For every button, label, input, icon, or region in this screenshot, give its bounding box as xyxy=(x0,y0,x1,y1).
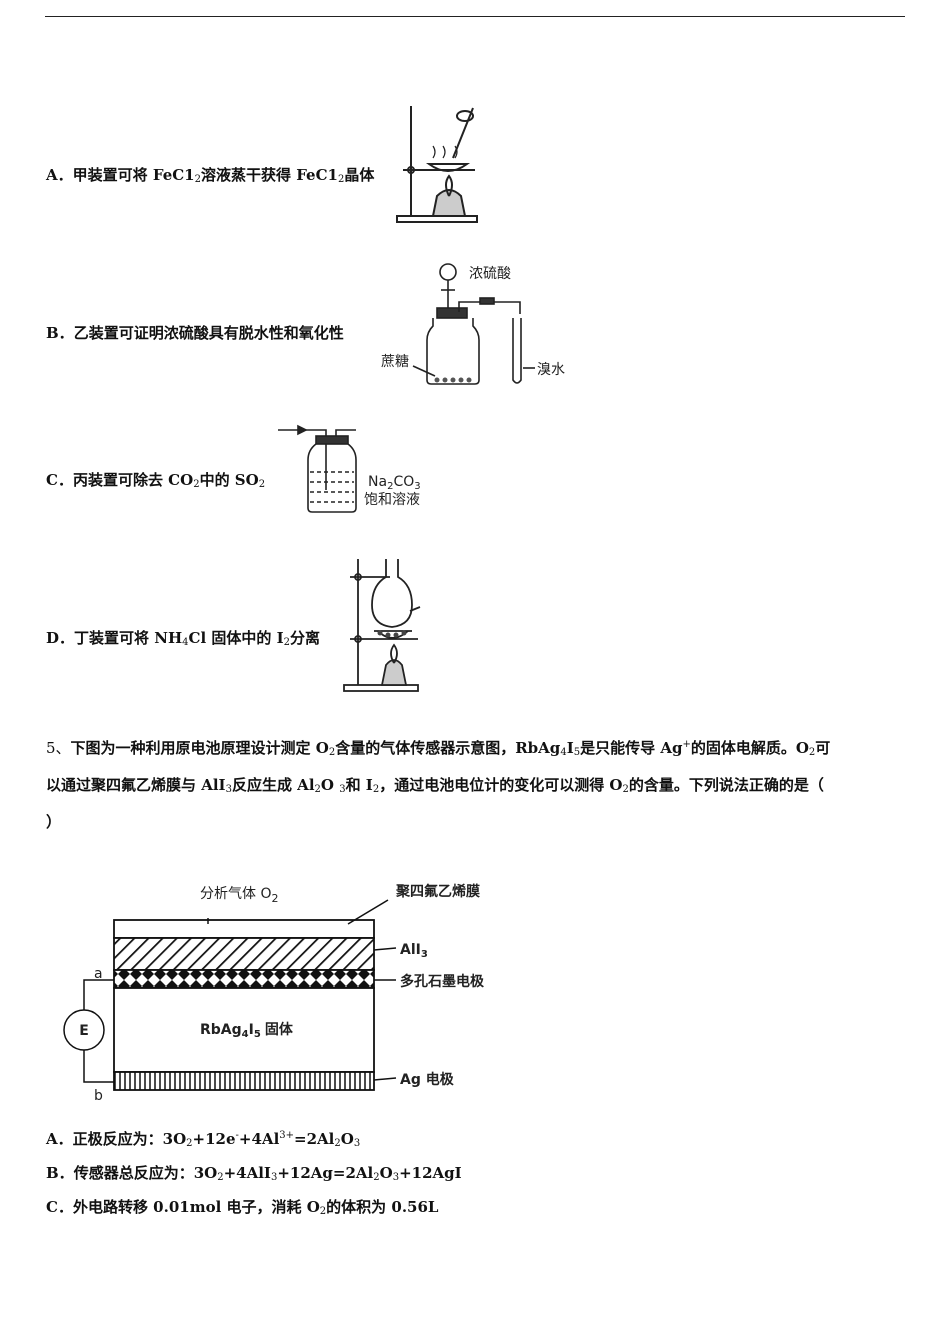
label-analysis-gas: 分析气体 O2 xyxy=(200,886,278,905)
question-5-line-2: 以通过聚四氟乙烯膜与 AlI3反应生成 Al2O 3和 I2，通过电池电位计的变… xyxy=(46,776,824,795)
option-b: B．乙装置可证明浓硫酸具有脱水性和氧化性 xyxy=(46,324,344,342)
label-conc-sulfuric-acid: 浓硫酸 xyxy=(469,266,511,282)
terminal-a-label: a xyxy=(94,966,103,982)
option-d: D．丁装置可将 NH4Cl 固体中的 I2分离 xyxy=(46,629,320,648)
label-bromine-water: 溴水 xyxy=(537,362,565,378)
label-saturated-solution: 饱和溶液 xyxy=(364,492,420,508)
label-ag-electrode: Ag 电极 xyxy=(400,1071,455,1088)
answer-b: B．传感器总反应为：3O2+4AlI3+12Ag=2Al2O3+12AgI xyxy=(46,1164,462,1183)
header-rule xyxy=(45,16,905,17)
label-ali3: AlI3 xyxy=(400,942,428,960)
question-5-line-1: 5、下图为一种利用原电池原理设计测定 O2含量的气体传感器示意图，RbAg4I5… xyxy=(46,739,831,758)
meter-e-label: E xyxy=(79,1023,89,1039)
answer-a: A．正极反应为：3O2+12e-+4Al3+=2Al2O3 xyxy=(46,1130,361,1149)
label-sodium-carbonate: Na2CO3 xyxy=(368,474,421,492)
sugar-dehydration-figure: 浓硫酸 蔗糖 溴水 xyxy=(381,263,565,385)
gas-sensor-diagram: E a b 分析气体 O2 聚四氟乙烯膜 AlI3 多孔石墨电极 RbAg4I5… xyxy=(63,883,485,1104)
gas-washing-bottle-figure: Na2CO3 饱和溶液 xyxy=(278,424,421,513)
label-sucrose: 蔗糖 xyxy=(381,354,409,370)
option-c: C．丙装置可除去 CO2中的 SO2 xyxy=(46,471,266,490)
terminal-b-label: b xyxy=(94,1088,103,1104)
label-graphite-electrode: 多孔石墨电极 xyxy=(400,973,485,990)
sublimation-apparatus-figure xyxy=(343,559,421,692)
option-a: A．甲装置可将 FeC12溶液蒸干获得 FeC12晶体 xyxy=(46,166,375,185)
evaporation-apparatus-figure xyxy=(396,106,478,223)
label-ptfe-membrane: 聚四氟乙烯膜 xyxy=(395,883,480,900)
answer-c: C．外电路转移 0.01mol 电子，消耗 O2的体积为 0.56L xyxy=(46,1198,439,1217)
question-5-line-3: ） xyxy=(46,813,62,831)
